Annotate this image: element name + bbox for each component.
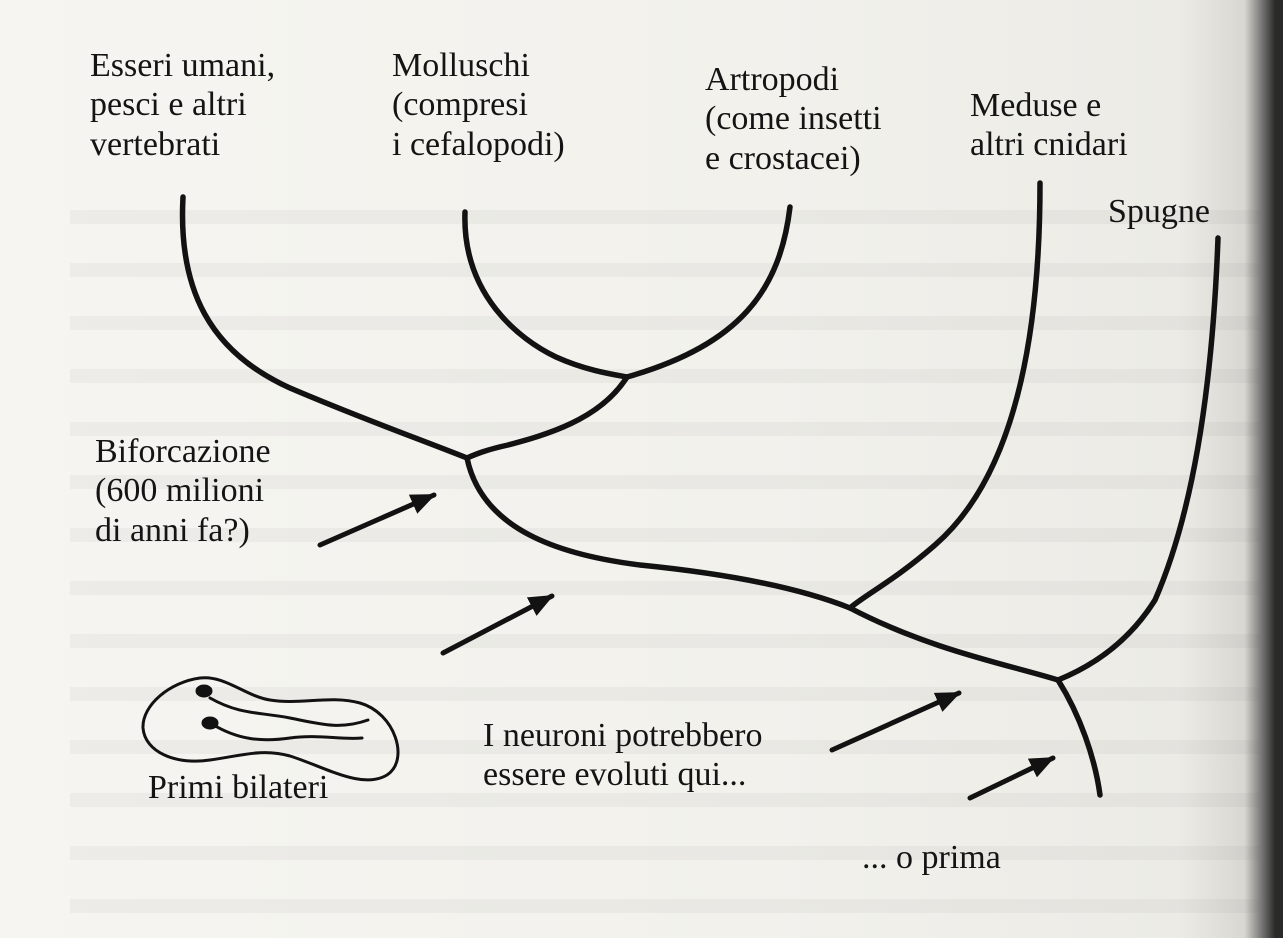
- branch-eumetazoa: [850, 608, 1058, 680]
- branch-vertebrates: [182, 197, 467, 458]
- label-neurons-here: I neuroni potrebbero essere evoluti qui.…: [483, 716, 762, 795]
- arrow-early-branch: [443, 596, 552, 653]
- bilaterian-worm: [143, 678, 398, 780]
- arrow-bifurcation: [320, 495, 434, 545]
- worm-ganglion-lower: [203, 718, 217, 728]
- label-or-before: ... o prima: [862, 838, 1001, 877]
- branch-bilaterians: [467, 458, 850, 608]
- branch-sponges: [1058, 238, 1218, 680]
- worm-ganglion-upper: [197, 686, 211, 696]
- label-cnidarians: Meduse e altri cnidari: [970, 86, 1128, 165]
- label-first-bilaterians: Primi bilateri: [148, 768, 328, 807]
- branch-cnidarians: [850, 183, 1040, 608]
- label-molluscs: Molluschi (compresi i cefalopodi): [392, 46, 565, 164]
- label-sponges: Spugne: [1108, 192, 1210, 231]
- arrow-or-before: [970, 758, 1053, 798]
- label-vertebrates: Esseri umani, pesci e altri vertebrati: [90, 46, 275, 164]
- worm-body: [143, 678, 398, 780]
- branch-root: [1058, 680, 1100, 795]
- label-arthropods: Artropodi (come insetti e crostacei): [705, 60, 882, 178]
- branch-molluscs: [465, 212, 627, 377]
- label-bifurcation: Biforcazione (600 milioni di anni fa?): [95, 432, 271, 550]
- arrow-neurons-here: [832, 693, 959, 750]
- branch-arthropods: [627, 207, 790, 377]
- branch-protostomes: [467, 377, 627, 458]
